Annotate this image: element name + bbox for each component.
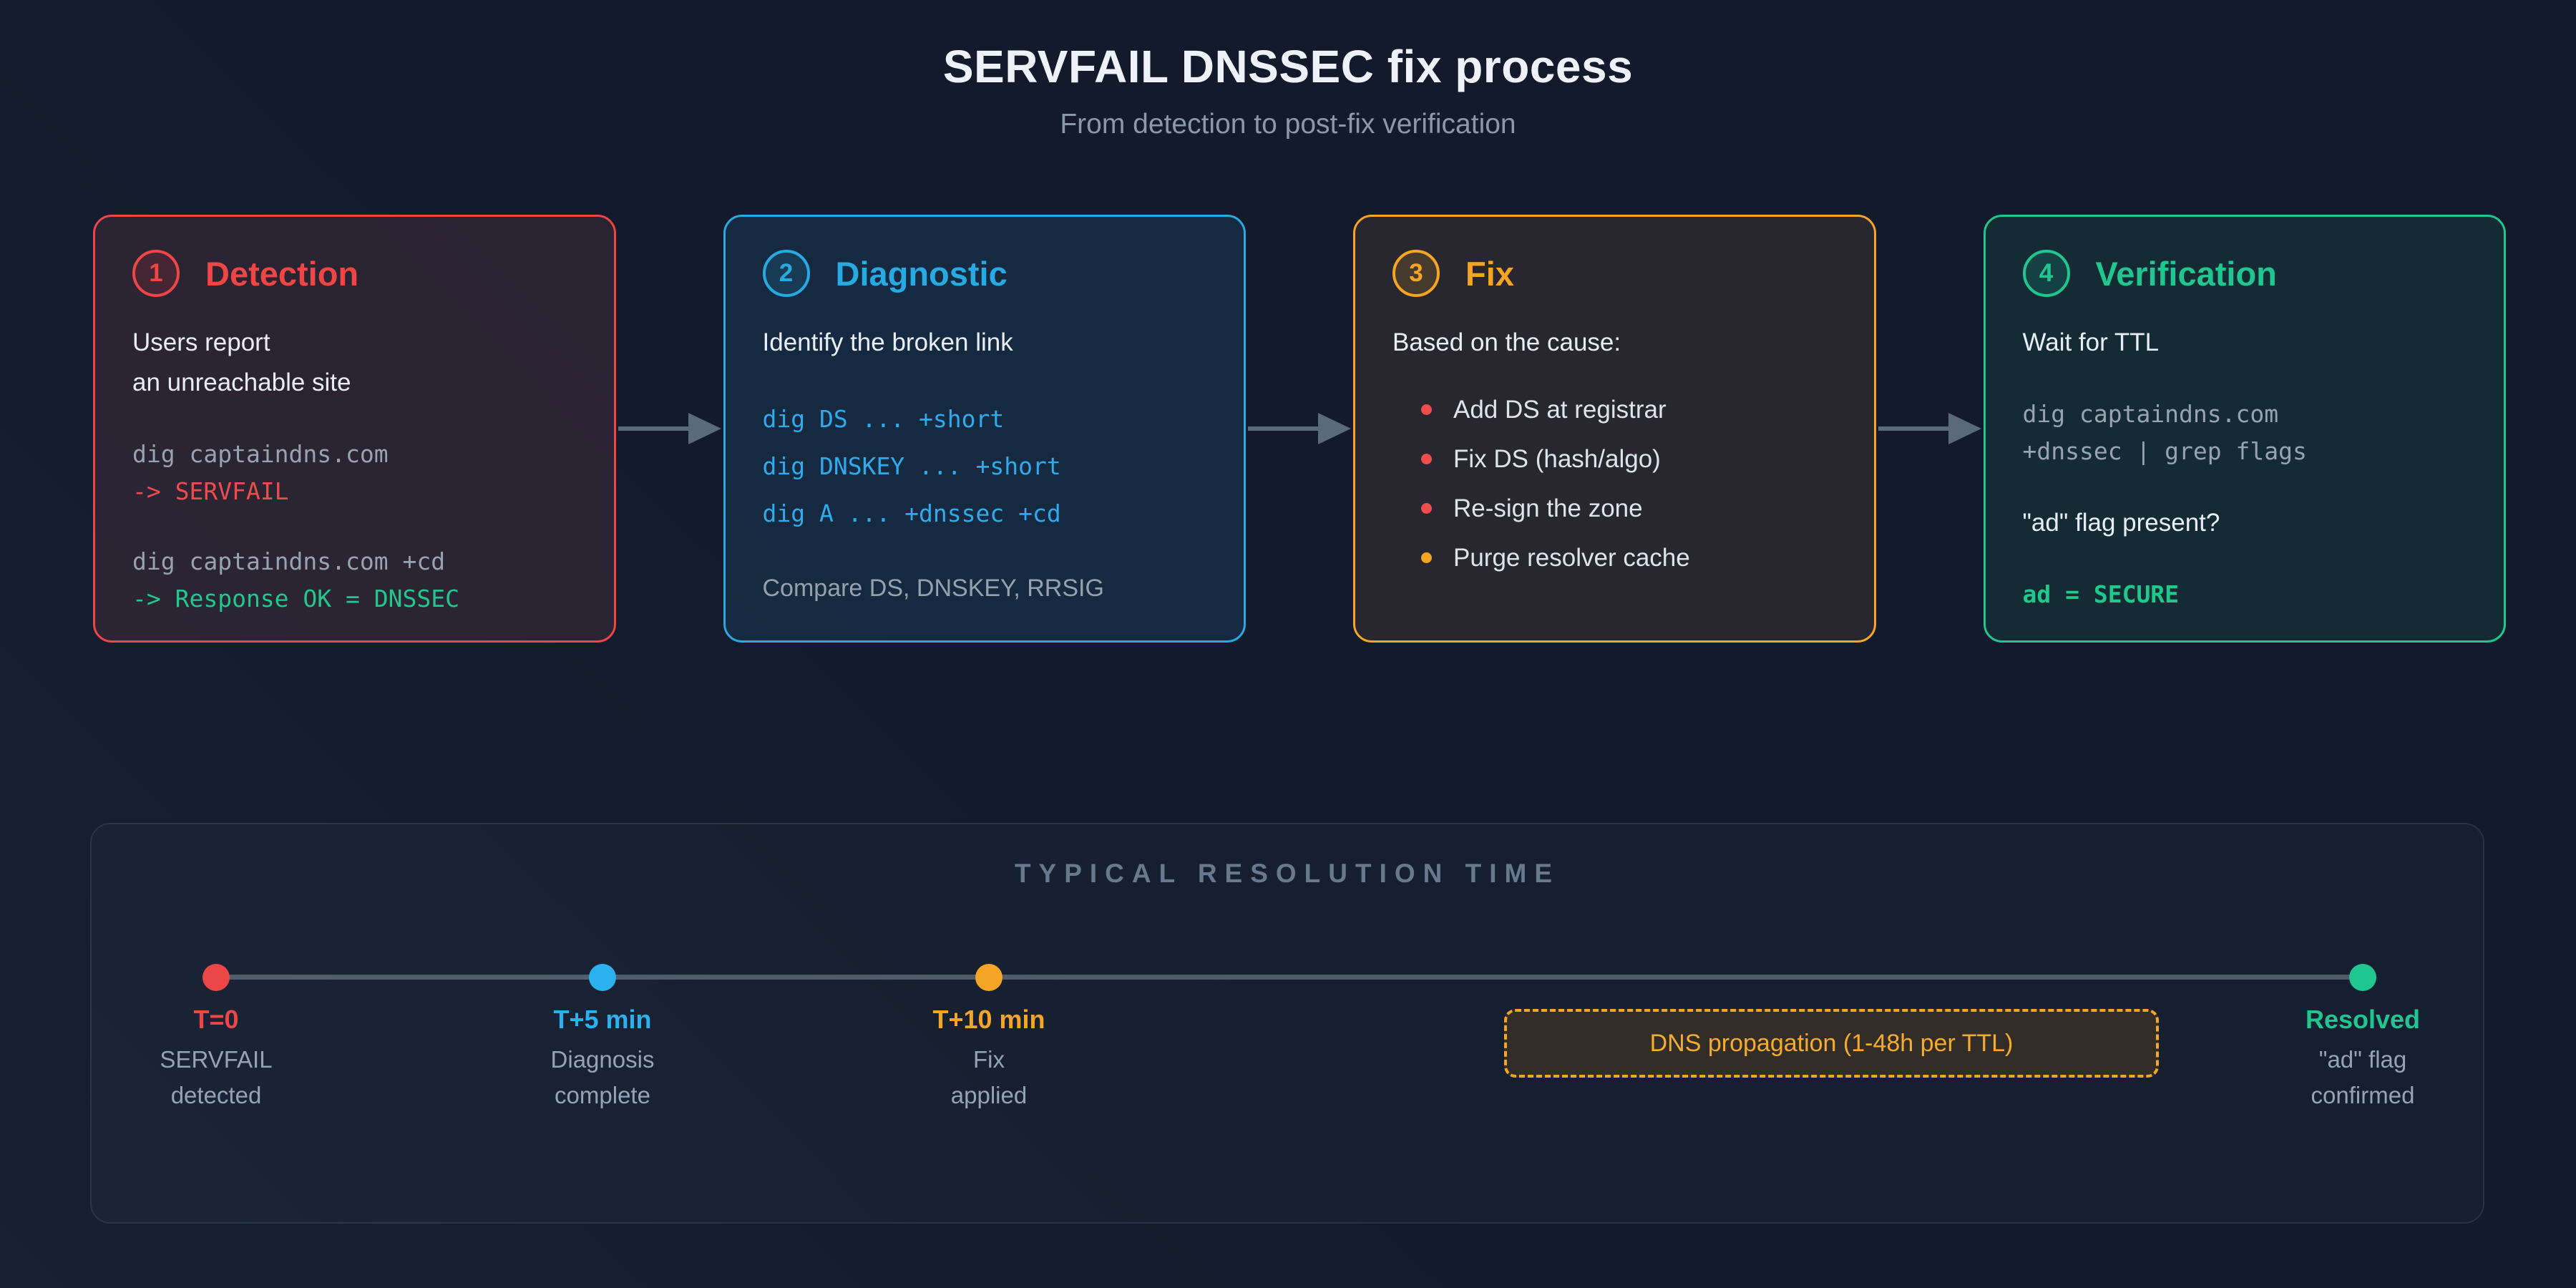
step-text-line: Identify the broken link — [762, 328, 1013, 356]
timeline-dot — [203, 964, 230, 991]
timeline-caption: Diagnosis — [550, 1046, 655, 1073]
timeline-time: T+5 min — [553, 1005, 652, 1034]
timeline-dot — [2349, 964, 2376, 991]
step-text-block: Identify the broken link — [763, 323, 1207, 363]
timeline-caption: detected — [170, 1082, 262, 1109]
code-block: dig captaindns.com +dnssec | grep flags — [2023, 396, 2467, 470]
code-block: ad = SECURE — [2023, 576, 2467, 613]
step-text-block: Users report an unreachable site — [132, 323, 577, 403]
code-line: dig captaindns.com — [132, 440, 389, 468]
code-line: dig captaindns.com — [2022, 400, 2279, 428]
timeline-dot — [975, 964, 1002, 991]
code-line: -> SERVFAIL — [132, 477, 289, 506]
step-number-badge: 4 — [2022, 250, 2070, 297]
step-title: Detection — [205, 254, 359, 293]
code-block: dig captaindns.com +cd -> Response OK = D… — [132, 543, 577, 618]
step-number-badge: 2 — [762, 250, 810, 297]
step-card-header: 3 Fix — [1392, 250, 1837, 297]
timeline-caption: SERVFAIL — [160, 1046, 273, 1073]
timeline-caption: complete — [555, 1082, 650, 1109]
step-card-header: 4 Verification — [2022, 250, 2467, 297]
bullet-text: Fix DS (hash/algo) — [1453, 445, 1661, 473]
code-line: ad = SECURE — [2022, 580, 2180, 609]
step-text-line: Users report — [132, 328, 270, 356]
timeline-caption: Fix — [973, 1046, 1005, 1073]
bullet-dot-icon — [1421, 552, 1432, 563]
timeline-title: TYPICAL RESOLUTION TIME — [1014, 859, 1561, 888]
bullet-dot-icon — [1421, 503, 1432, 514]
timeline-caption: "ad" flag — [2318, 1046, 2407, 1073]
code-block: dig captaindns.com -> SERVFAIL — [132, 436, 577, 510]
timeline-time: Resolved — [2305, 1005, 2421, 1034]
timeline-panel: TYPICAL RESOLUTION TIME DNS propagation … — [90, 823, 2484, 1224]
step-text-block: "ad" flag present? — [2023, 503, 2467, 543]
code-line: dig captaindns.com +cd — [132, 547, 446, 576]
bullet-item: Purge resolver cache — [1421, 540, 1837, 576]
step-title: Fix — [1465, 254, 1514, 293]
bullet-dot-icon — [1421, 454, 1432, 464]
dns-propagation-box: DNS propagation (1-48h per TTL) — [1504, 1009, 2159, 1078]
bullet-item: Add DS at registrar — [1421, 391, 1837, 428]
step-title: Verification — [2095, 254, 2277, 293]
code-line: -> Response OK = DNSSEC — [132, 585, 459, 613]
timeline-track — [216, 975, 2363, 980]
timeline-time: T+10 min — [932, 1005, 1045, 1034]
bullet-dot-icon — [1421, 404, 1432, 415]
code-line: +dnssec | grep flags — [2022, 437, 2307, 466]
bullet-item: Re-sign the zone — [1421, 490, 1837, 527]
code-line: dig DS ... +short — [762, 405, 1005, 433]
code-line: dig A ... +dnssec +cd — [762, 499, 1061, 527]
step-text-line: an unreachable site — [132, 369, 351, 396]
timeline-caption: applied — [950, 1082, 1028, 1109]
arrow-right-icon — [618, 413, 721, 444]
step-text-line: "ad" flag present? — [2022, 509, 2220, 537]
bullet-text: Purge resolver cache — [1453, 544, 1690, 572]
arrow-right-icon — [1878, 413, 1981, 444]
step-text-line: Wait for TTL — [2022, 328, 2160, 356]
timeline-dot — [589, 964, 616, 991]
step-number-badge: 3 — [1392, 250, 1440, 297]
step-card-header: 2 Diagnostic — [762, 250, 1207, 297]
page-subtitle: From detection to post-fix verification — [1060, 109, 1516, 140]
bullet-text: Add DS at registrar — [1453, 396, 1667, 424]
bullet-text: Re-sign the zone — [1453, 494, 1643, 522]
timeline-caption: confirmed — [2311, 1082, 2415, 1109]
timeline-label: Resolved "ad" flag confirmed — [2306, 1005, 2420, 1113]
code-block: dig DS ... +short dig DNSKEY ... +short di… — [763, 396, 1207, 537]
step-arrow — [1876, 406, 1984, 452]
step-text-block: Based on the cause: — [1392, 323, 1837, 363]
step-text-line: Based on the cause: — [1392, 328, 1621, 356]
timeline-time: T=0 — [193, 1005, 239, 1034]
step-card-header: 1 Detection — [132, 250, 577, 297]
code-line: dig DNSKEY ... +short — [762, 452, 1061, 480]
step-arrow — [1246, 406, 1353, 452]
step-title: Diagnostic — [835, 254, 1008, 293]
step-number-badge: 1 — [132, 250, 180, 297]
step-text-block: Wait for TTL — [2023, 323, 2467, 363]
bullet-item: Fix DS (hash/algo) — [1421, 441, 1837, 477]
note-block: Compare DS, DNSKEY, RRSIG — [763, 570, 1207, 607]
page-title: SERVFAIL DNSSEC fix process — [942, 41, 1634, 92]
arrow-right-icon — [1248, 413, 1351, 444]
step-arrow — [616, 406, 723, 452]
note-line: Compare DS, DNSKEY, RRSIG — [762, 575, 1104, 602]
